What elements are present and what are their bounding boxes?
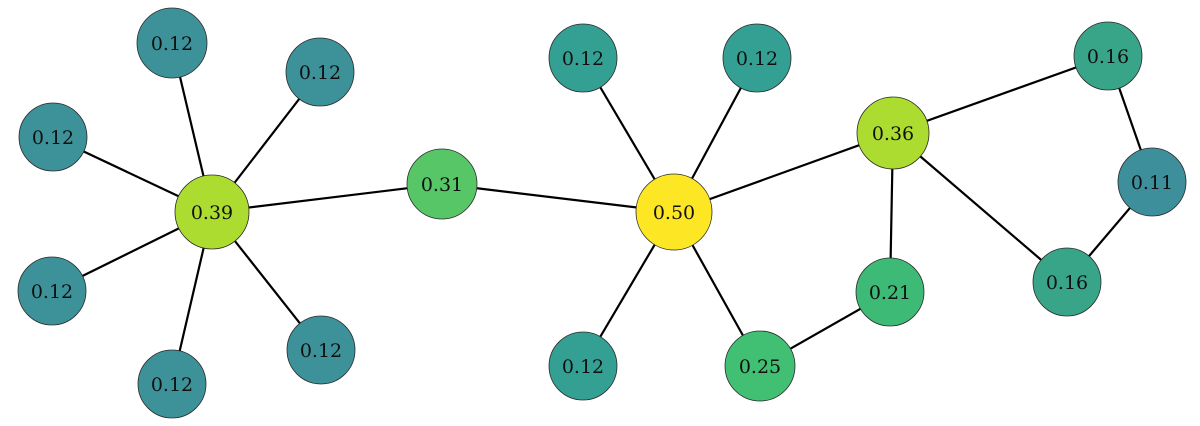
graph-node-circle[interactable] [406, 148, 478, 220]
graph-node[interactable]: 0.12 [285, 37, 355, 107]
graph-node[interactable]: 0.12 [722, 23, 792, 93]
graph-node-circle[interactable] [856, 96, 930, 170]
graph-node-circle[interactable] [548, 23, 618, 93]
graph-node[interactable]: 0.12 [137, 349, 207, 419]
graph-node[interactable]: 0.21 [855, 257, 925, 327]
graph-node-circle[interactable] [855, 257, 925, 327]
graph-node[interactable]: 0.36 [856, 96, 930, 170]
graph-node-circle[interactable] [137, 349, 207, 419]
graph-node[interactable]: 0.11 [1117, 147, 1187, 217]
graph-edge [210, 182, 444, 214]
graph-node-circle[interactable] [1117, 147, 1187, 217]
graph-edge [672, 131, 895, 214]
graph-node[interactable]: 0.12 [286, 315, 356, 385]
graph-node[interactable]: 0.12 [17, 256, 87, 326]
graph-node-circle[interactable] [1073, 21, 1143, 91]
graph-edge [891, 54, 1110, 135]
graph-node-circle[interactable] [18, 102, 88, 172]
node-layer: 0.12 0.12 0.12 0.39 0.12 0.12 0.12 0.31 0.12 0.12… [17, 7, 1187, 419]
graph-edge [891, 131, 1069, 284]
graph-node-circle[interactable] [724, 330, 796, 402]
graph-node[interactable]: 0.50 [635, 173, 713, 251]
graph-node-circle[interactable] [17, 256, 87, 326]
graph-node[interactable]: 0.12 [136, 7, 208, 79]
graph-node-circle[interactable] [635, 173, 713, 251]
graph-node-circle[interactable] [174, 174, 250, 250]
graph-node[interactable]: 0.12 [18, 102, 88, 172]
graph-node-circle[interactable] [285, 37, 355, 107]
graph-node-circle[interactable] [286, 315, 356, 385]
graph-node-circle[interactable] [136, 7, 208, 79]
graph-node[interactable]: 0.12 [548, 331, 618, 401]
graph-node-circle[interactable] [1032, 247, 1102, 317]
graph-node[interactable]: 0.12 [548, 23, 618, 93]
graph-node[interactable]: 0.31 [406, 148, 478, 220]
graph-node[interactable]: 0.16 [1073, 21, 1143, 91]
graph-node[interactable]: 0.25 [724, 330, 796, 402]
graph-node[interactable]: 0.16 [1032, 247, 1102, 317]
graph-node-circle[interactable] [722, 23, 792, 93]
graph-node[interactable]: 0.39 [174, 174, 250, 250]
graph-node-circle[interactable] [548, 331, 618, 401]
graph-edge [440, 182, 676, 214]
